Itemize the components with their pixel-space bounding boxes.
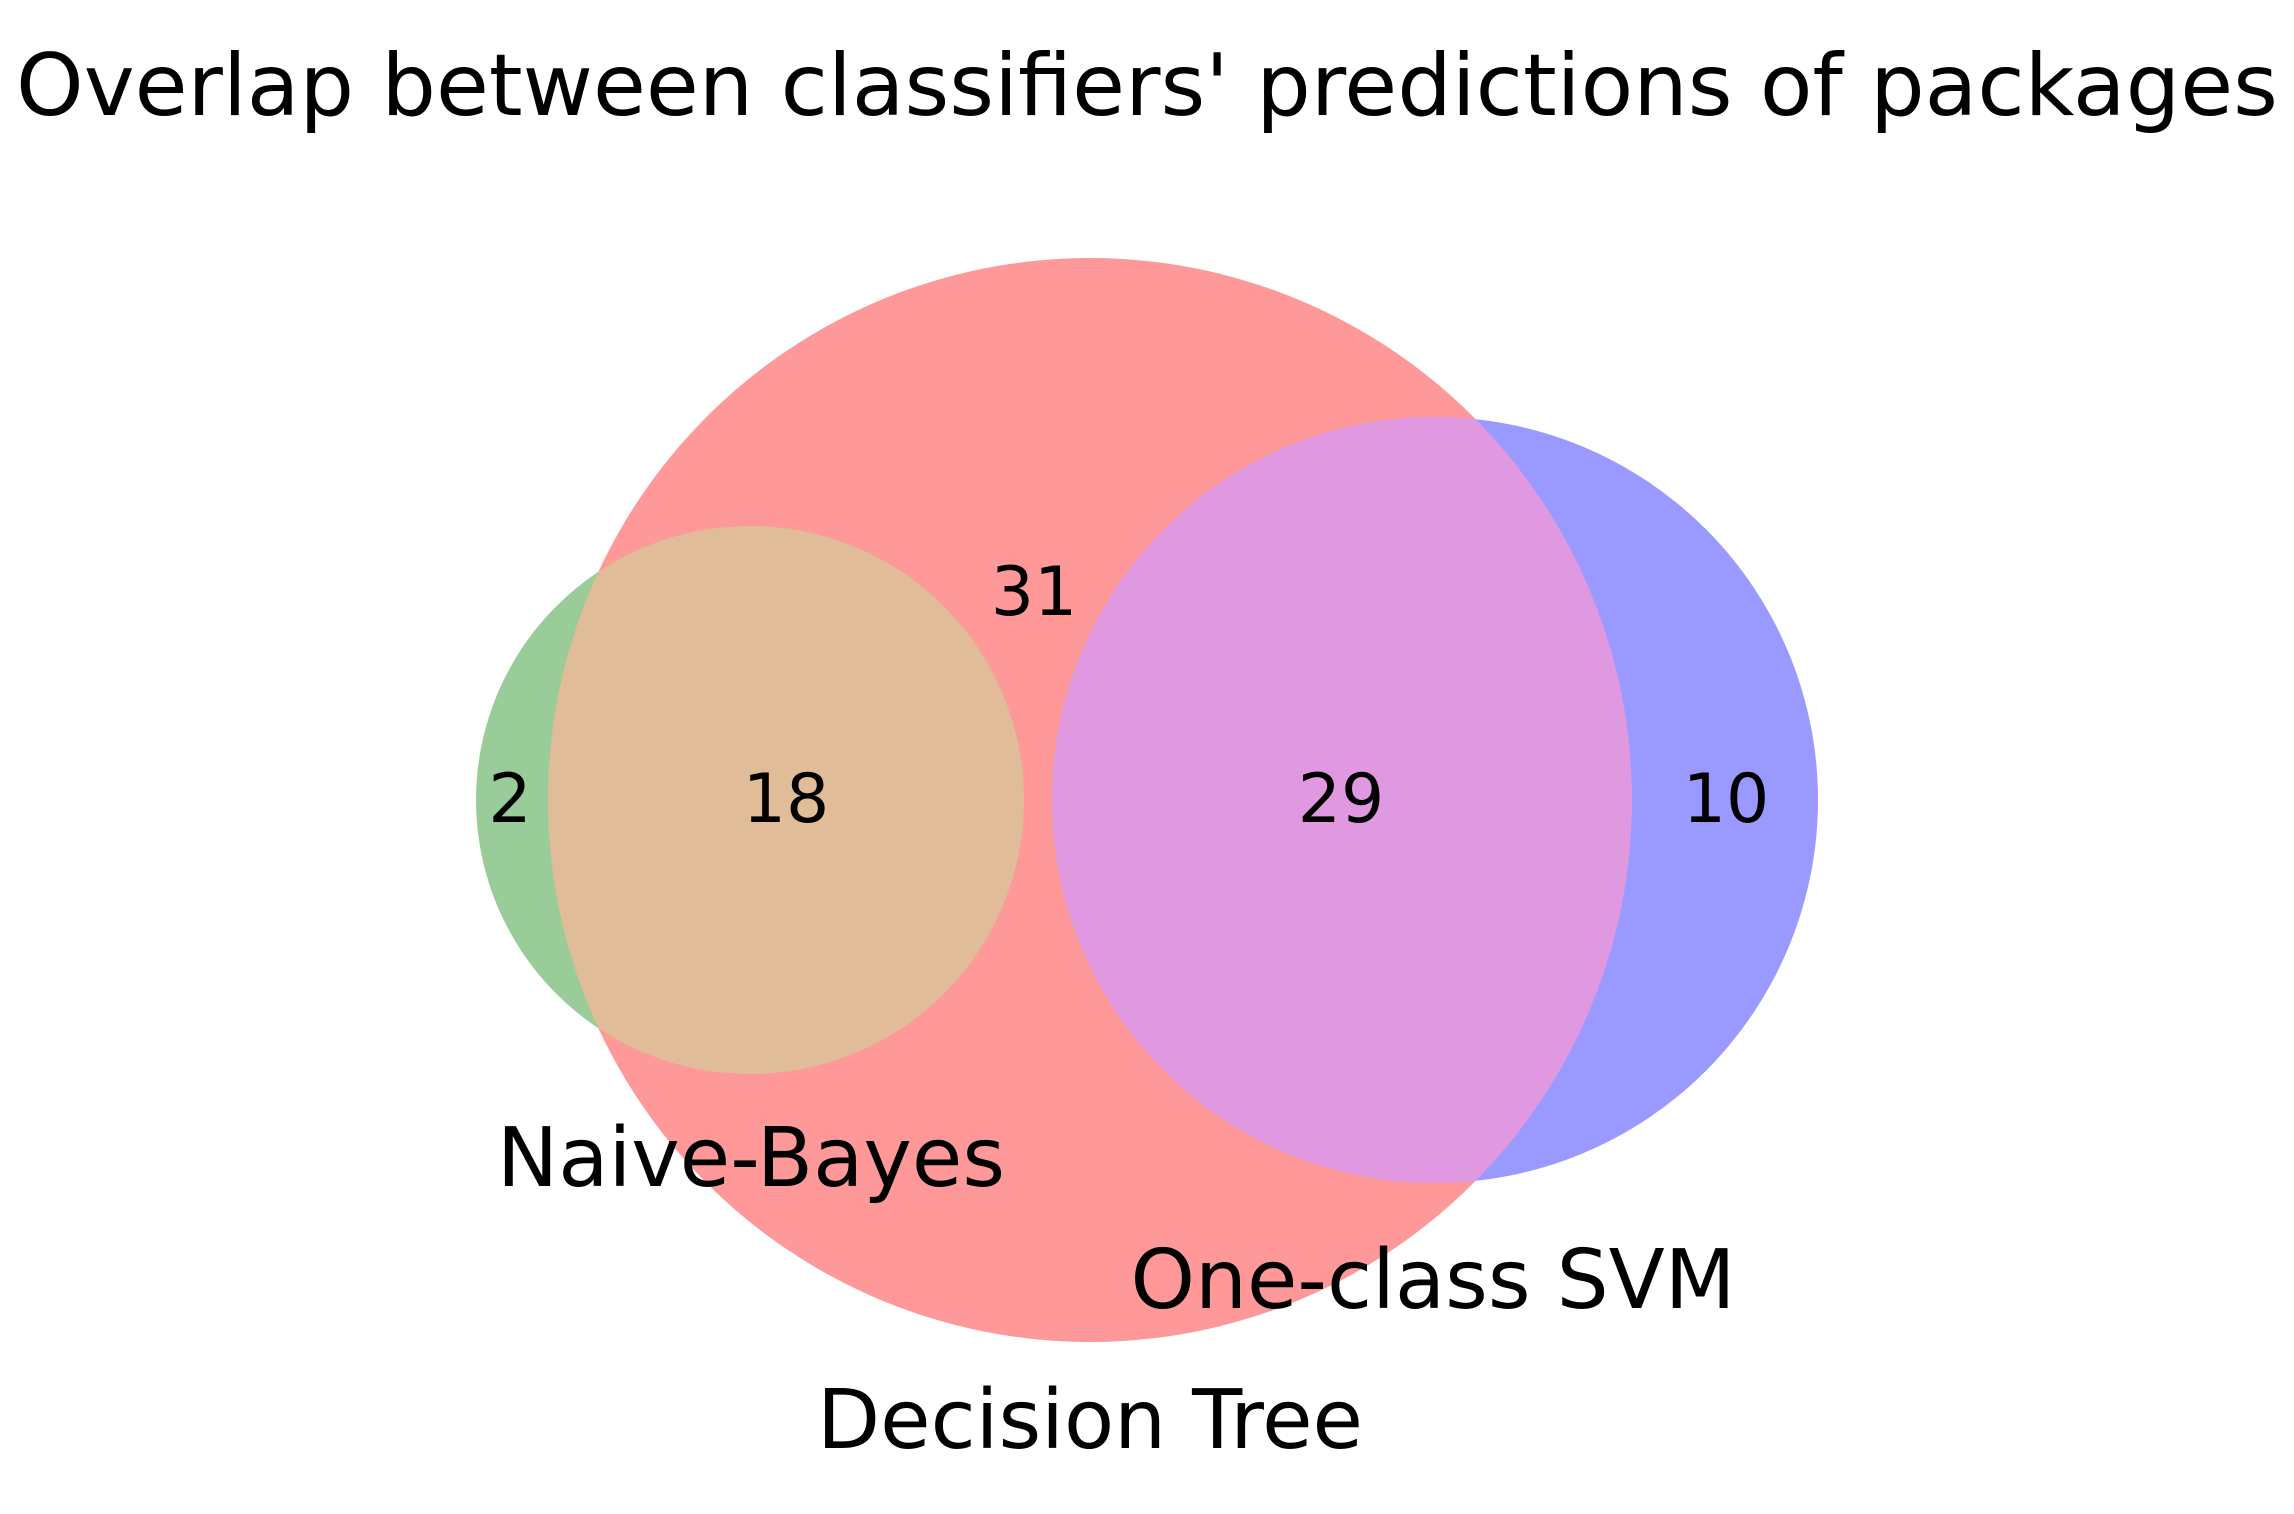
count-svm-only: 10 — [1683, 760, 1770, 839]
nb-dt-overlap — [548, 526, 1024, 1074]
count-dt-svm: 29 — [1298, 760, 1385, 839]
label-svm: One-class SVM — [1130, 1233, 1735, 1328]
count-nb-dt: 18 — [743, 760, 830, 839]
count-nb-only: 2 — [488, 760, 531, 839]
label-decision-tree: Decision Tree — [817, 1373, 1363, 1468]
chart-title: Overlap between classifiers' predictions… — [16, 36, 2278, 136]
count-dt-only: 31 — [991, 553, 1078, 632]
label-naive-bayes: Naive-Bayes — [497, 1111, 1005, 1206]
